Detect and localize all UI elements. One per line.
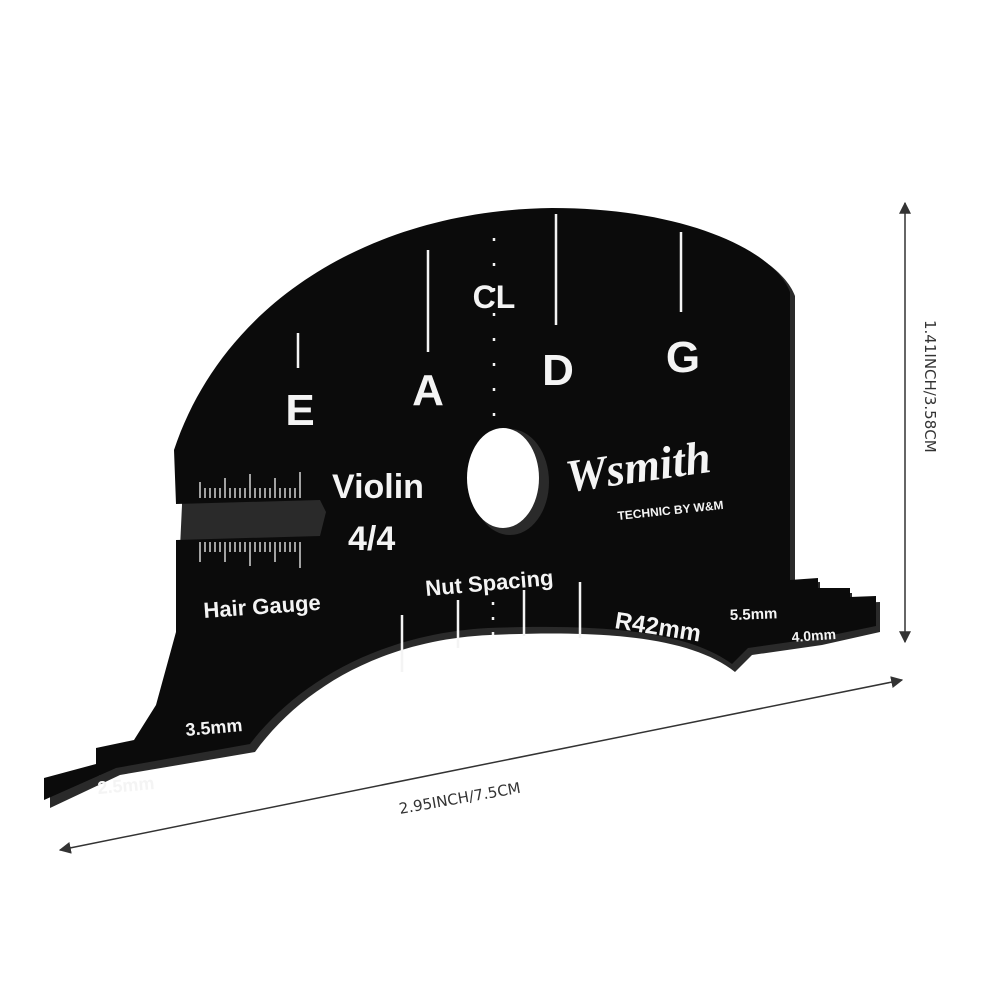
string-lines	[296, 214, 683, 368]
string-label-d: D	[542, 346, 574, 395]
string-label-a: A	[412, 366, 444, 415]
string-label-e: E	[285, 386, 314, 435]
center-line-label: CL	[473, 279, 516, 315]
string-label-g: G	[666, 333, 700, 382]
bridge-template-plate	[44, 208, 876, 800]
height-dimension-label: 1.41INCH/3.58CM	[921, 320, 939, 453]
width-dimension-arrow	[58, 676, 904, 854]
nut-spacing-lines	[400, 582, 582, 672]
step-label-5-5mm: 5.5mm	[730, 605, 778, 624]
step-label-2-5mm: 2.5mm	[97, 773, 156, 798]
instrument-label: Violin	[332, 468, 424, 506]
width-dimension-label: 2.95INCH/7.5CM	[398, 779, 522, 818]
size-label: 4/4	[348, 520, 395, 558]
hair-gauge-ticks	[199, 472, 301, 568]
step-label-4-0mm: 4.0mm	[791, 626, 836, 645]
center-hole	[467, 428, 539, 528]
